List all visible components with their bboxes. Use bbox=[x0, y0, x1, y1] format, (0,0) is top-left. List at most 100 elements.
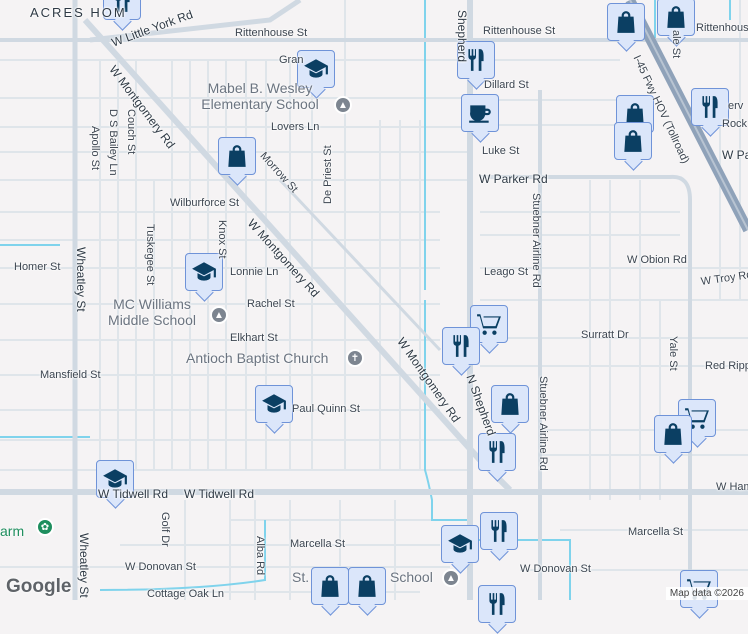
street-label: Rachel St bbox=[247, 298, 295, 310]
grocery-icon bbox=[684, 405, 710, 431]
street-label: Golf Dr bbox=[159, 512, 171, 547]
street-label: Rittenhouse St bbox=[235, 27, 308, 39]
shopping-icon bbox=[613, 9, 639, 35]
restaurant-marker[interactable] bbox=[691, 88, 729, 126]
church-pin-icon[interactable]: ✝ bbox=[346, 349, 364, 367]
restaurant-icon bbox=[463, 47, 489, 73]
shopping-marker[interactable] bbox=[348, 567, 386, 605]
poi-label[interactable]: MC Williams Middle School bbox=[108, 296, 196, 328]
poi-label[interactable]: arm bbox=[0, 523, 25, 539]
google-logo: Google bbox=[6, 576, 72, 597]
street-label: Homer St bbox=[14, 261, 61, 273]
street-label: Paul Quinn St bbox=[292, 403, 360, 415]
school-marker[interactable] bbox=[96, 460, 134, 498]
street-label: W Tidwell Rd bbox=[98, 487, 169, 501]
street-label: Stuebner Airline Rd bbox=[537, 376, 549, 471]
restaurant-marker[interactable] bbox=[478, 433, 516, 471]
coffee-icon bbox=[467, 100, 493, 126]
street-label: Elkhart St bbox=[230, 332, 278, 344]
street-label: Cottage Oak Ln bbox=[147, 588, 225, 600]
school-pin-icon[interactable]: ▲ bbox=[442, 569, 460, 587]
school-marker[interactable] bbox=[441, 525, 479, 563]
street-label: Shepherd bbox=[455, 10, 469, 63]
school-marker[interactable] bbox=[185, 253, 223, 291]
street-label: Gran bbox=[279, 54, 304, 66]
shopping-icon bbox=[620, 128, 646, 154]
school-icon bbox=[191, 259, 217, 285]
street-label: Tuskegee St bbox=[144, 224, 156, 286]
street-label: Rittenhouse bbox=[696, 22, 748, 34]
street-label: Surratt Dr bbox=[581, 329, 629, 341]
street-label: W Donovan St bbox=[520, 563, 591, 575]
restaurant-marker[interactable] bbox=[478, 585, 516, 623]
restaurant-marker[interactable] bbox=[457, 41, 495, 79]
shopping-marker[interactable] bbox=[607, 3, 645, 41]
street-label: W Hamilt bbox=[716, 481, 748, 493]
school-marker[interactable] bbox=[255, 385, 293, 423]
shopping-marker[interactable] bbox=[614, 122, 652, 160]
street-label: Wilburforce St bbox=[170, 197, 240, 209]
poi-label[interactable]: Antioch Baptist Church bbox=[186, 350, 329, 366]
street-label: D S Bailey Ln bbox=[107, 109, 119, 176]
school-marker[interactable] bbox=[297, 50, 335, 88]
street-label: Apollo St bbox=[89, 126, 101, 171]
shopping-icon bbox=[660, 421, 686, 447]
street-label: erv bbox=[728, 100, 744, 112]
street-label: Lovers Ln bbox=[271, 121, 320, 133]
street-label: W Donovan St bbox=[125, 561, 196, 573]
school-icon bbox=[447, 531, 473, 557]
street-label: Wheatley St bbox=[77, 533, 91, 598]
street-label: ale St bbox=[670, 30, 682, 59]
restaurant-marker[interactable] bbox=[480, 512, 518, 550]
shopping-icon bbox=[354, 573, 380, 599]
shopping-marker[interactable] bbox=[491, 385, 529, 423]
street-label: Rittenhouse St bbox=[483, 25, 556, 37]
map-attribution: Map data ©2026 bbox=[665, 587, 748, 600]
restaurant-icon bbox=[697, 94, 723, 120]
restaurant-icon bbox=[484, 591, 510, 617]
street-label: W Obion Rd bbox=[627, 254, 687, 266]
freeway-centerline bbox=[629, 0, 748, 231]
shopping-icon bbox=[663, 4, 689, 30]
poi-label[interactable]: St. bbox=[292, 569, 310, 585]
poi-label[interactable]: School bbox=[390, 569, 433, 585]
school-icon bbox=[303, 56, 329, 82]
street-label: Mansfield St bbox=[40, 369, 101, 381]
grocery-icon bbox=[476, 311, 502, 337]
poi-label[interactable]: Mabel B. Wesley Elementary School bbox=[201, 80, 319, 112]
shopping-icon bbox=[317, 573, 343, 599]
restaurant-icon bbox=[109, 0, 135, 14]
restaurant-icon bbox=[486, 518, 512, 544]
street-label: Marcella St bbox=[290, 538, 346, 550]
shopping-icon bbox=[224, 143, 250, 169]
street-label: Rock bbox=[722, 118, 748, 130]
street-label: Yale St bbox=[667, 336, 679, 371]
restaurant-marker[interactable] bbox=[103, 0, 141, 20]
street-label: Leago St bbox=[484, 266, 529, 278]
street-label: W Pa bbox=[722, 148, 748, 162]
school-pin-icon[interactable]: ▲ bbox=[210, 306, 228, 324]
street-label: Couch St bbox=[125, 109, 137, 155]
coffee-marker[interactable] bbox=[461, 94, 499, 132]
park-pin-icon[interactable]: ✿ bbox=[36, 518, 54, 536]
street-label: Alba Rd bbox=[254, 536, 266, 576]
shopping-icon bbox=[497, 391, 523, 417]
area-label: ACRES HOM bbox=[30, 5, 127, 20]
street-label: De Priest St bbox=[322, 145, 334, 204]
shopping-marker[interactable] bbox=[654, 415, 692, 453]
restaurant-icon bbox=[484, 439, 510, 465]
street-label: W Parker Rd bbox=[479, 172, 548, 186]
street-label: Lonnie Ln bbox=[230, 266, 279, 278]
street-label: Wheatley St bbox=[74, 247, 88, 312]
street-label: Red Ripp bbox=[705, 360, 748, 372]
school-pin-icon[interactable]: ▲ bbox=[334, 96, 352, 114]
street-label: Knox St bbox=[216, 220, 228, 259]
school-icon bbox=[102, 466, 128, 492]
street-label: Dillard St bbox=[484, 79, 529, 91]
map-canvas[interactable] bbox=[0, 0, 748, 600]
shopping-marker[interactable] bbox=[311, 567, 349, 605]
restaurant-marker[interactable] bbox=[442, 327, 480, 365]
shopping-marker[interactable] bbox=[218, 137, 256, 175]
shopping-marker[interactable] bbox=[657, 0, 695, 36]
street-label: Marcella St bbox=[628, 526, 684, 538]
